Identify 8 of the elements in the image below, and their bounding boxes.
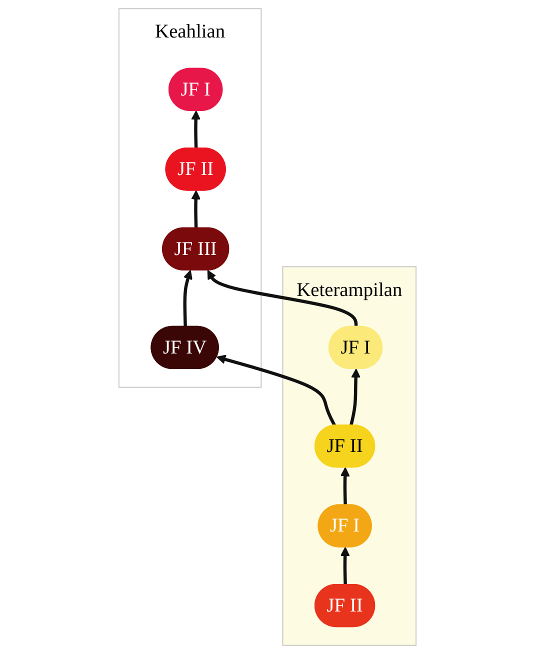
- arrow: [207, 270, 358, 328]
- arrow: [216, 354, 336, 426]
- arrow: [340, 546, 350, 586]
- arrow: [191, 190, 201, 228]
- arrow: [191, 110, 201, 149]
- arrow: [340, 467, 350, 506]
- arrow: [349, 368, 361, 426]
- arrow: [183, 270, 192, 328]
